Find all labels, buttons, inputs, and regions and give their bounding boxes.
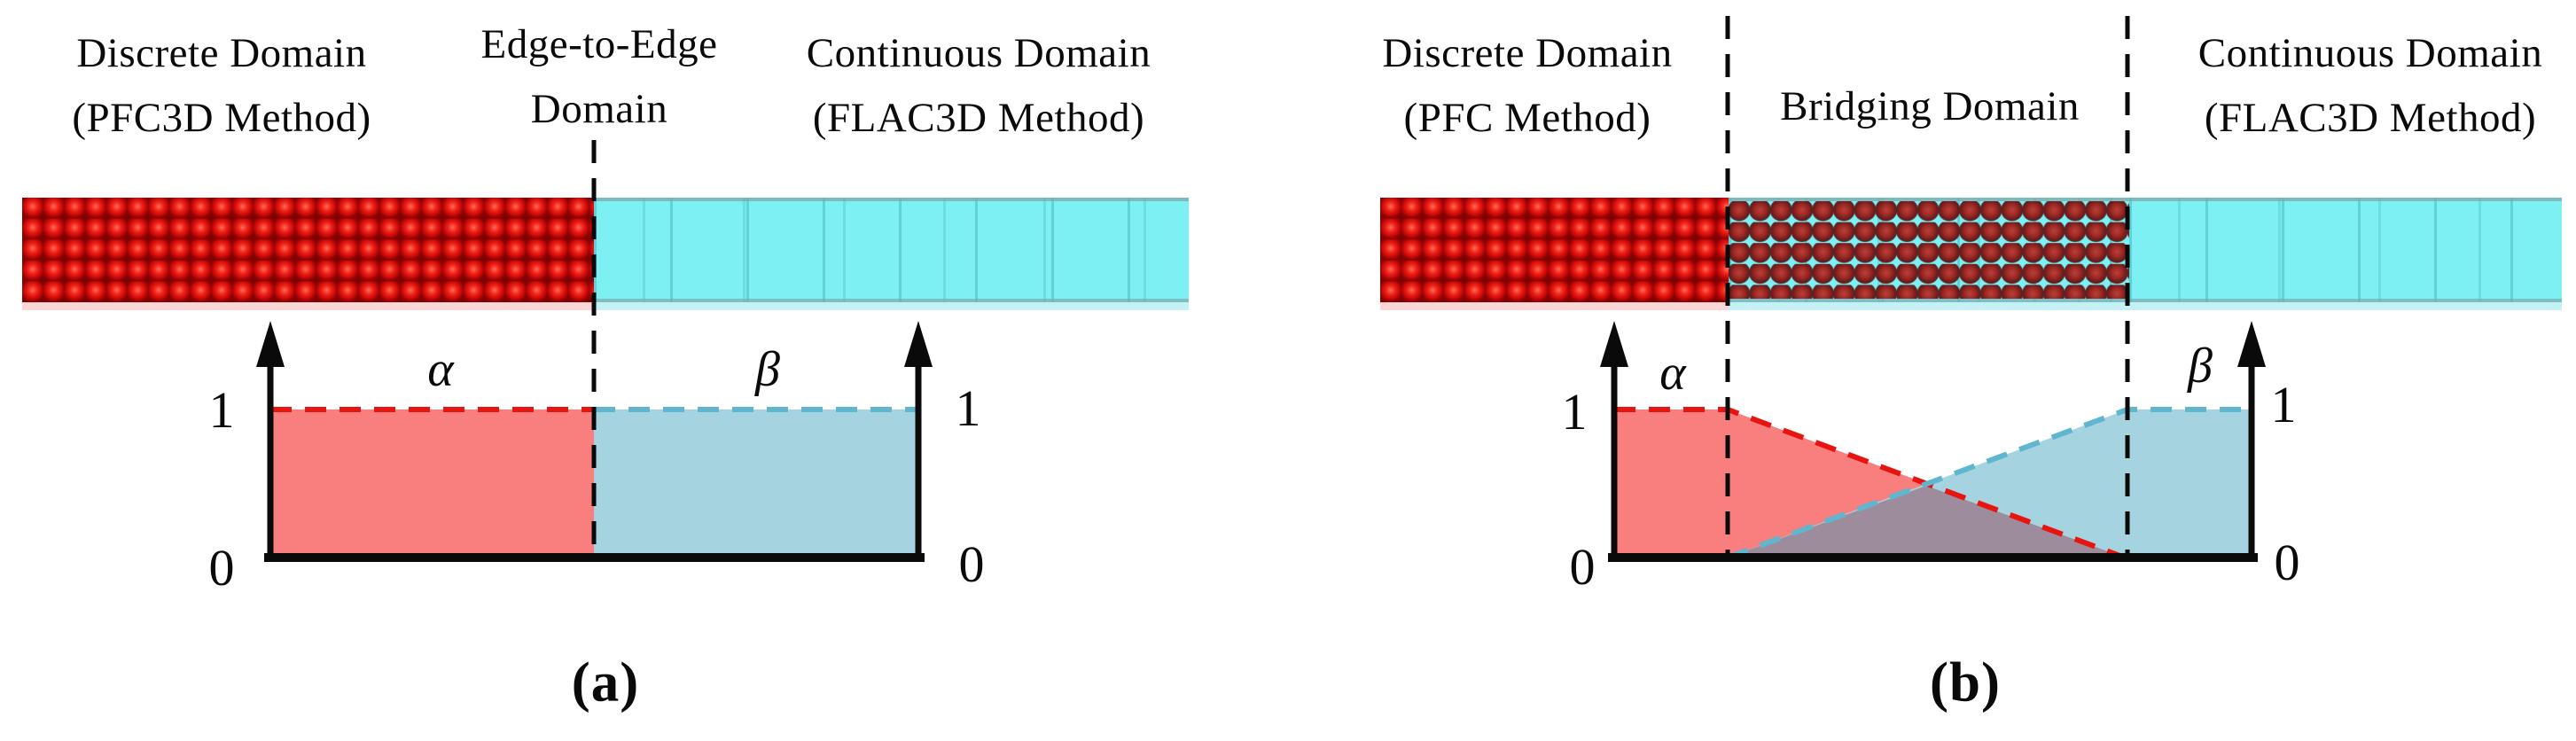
panel-a-right-tick-zero: 0 bbox=[958, 535, 985, 593]
panel-a-continuous-title: Continuous Domain (FLAC3D Method) bbox=[807, 21, 1151, 151]
panel-a-bar-shadow-right bbox=[594, 302, 1189, 310]
panel-b-bridging-particles-overlay bbox=[1729, 201, 2129, 299]
panel-b-left-tick-one: 1 bbox=[1561, 383, 1588, 441]
panel-b-bridging-title: Bridging Domain bbox=[1780, 74, 2080, 139]
panel-a-bar-shadow-left bbox=[22, 302, 594, 310]
panel-a-discrete-particle-bar bbox=[22, 198, 594, 302]
panel-b-discrete-title-line2: (PFC Method) bbox=[1403, 95, 1651, 141]
panel-a-interface-title-line2: Domain bbox=[530, 86, 668, 132]
panel-a-caption: (a) bbox=[571, 651, 640, 714]
panel-a-beta-label: β bbox=[755, 342, 780, 397]
panel-b-continuous-title: Continuous Domain (FLAC3D Method) bbox=[2198, 21, 2542, 151]
alpha-fill-a bbox=[270, 410, 594, 558]
alpha-fill-b bbox=[1614, 410, 2125, 558]
beta-fill-a bbox=[594, 410, 918, 558]
panel-b-bridging-bar bbox=[1729, 198, 2129, 302]
panel-b-discrete-title: Discrete Domain (PFC Method) bbox=[1382, 21, 1672, 151]
panel-a-discrete-title: Discrete Domain (PFC3D Method) bbox=[72, 21, 371, 151]
panel-a-continuous-title-line2: (FLAC3D Method) bbox=[812, 95, 1145, 141]
panel-a-continuum-mesh-bar bbox=[594, 198, 1189, 302]
alpha-curve-b bbox=[1614, 407, 2127, 560]
panel-b-continuous-title-line2: (FLAC3D Method) bbox=[2204, 95, 2537, 141]
beta-curve-b bbox=[1726, 407, 2252, 560]
panel-b-continuous-title-line1: Continuous Domain bbox=[2197, 30, 2543, 76]
panel-b-discrete-title-line1: Discrete Domain bbox=[1382, 30, 1673, 76]
panel-a-interface-title-line1: Edge-to-Edge bbox=[480, 21, 718, 67]
panel-b-bar-shadow-left bbox=[1380, 302, 1729, 310]
panel-a-discrete-title-line1: Discrete Domain bbox=[76, 30, 367, 76]
beta-fill-b bbox=[1728, 410, 2252, 558]
left-axis-arrow-a bbox=[256, 321, 285, 367]
panel-b-caption: (b) bbox=[1930, 651, 2001, 714]
panel-a-left-tick-one: 1 bbox=[208, 381, 235, 439]
panel-b-discrete-particle-bar bbox=[1380, 198, 1729, 302]
overlap-fill-b bbox=[1728, 486, 2125, 558]
panel-b-right-tick-zero: 0 bbox=[2274, 534, 2300, 591]
right-axis-arrow-b bbox=[2237, 321, 2266, 367]
panel-b-alpha-label: α bbox=[1659, 346, 1686, 401]
panel-a-right-tick-one: 1 bbox=[955, 379, 981, 437]
panel-a-continuous-title-line1: Continuous Domain bbox=[806, 30, 1151, 76]
panel-b-bridging-title-line1: Bridging Domain bbox=[1780, 83, 2080, 129]
left-axis-arrow-b bbox=[1600, 321, 1628, 367]
panel-a-interface-title: Edge-to-Edge Domain bbox=[480, 12, 717, 142]
panel-a-alpha-label: α bbox=[427, 342, 454, 397]
panel-b-beta-label: β bbox=[2188, 339, 2213, 394]
panel-b-left-tick-zero: 0 bbox=[1569, 538, 1596, 596]
panel-a-left-tick-zero: 0 bbox=[208, 539, 235, 597]
panel-b-continuum-mesh-bar bbox=[2129, 198, 2562, 302]
right-axis-arrow-a bbox=[904, 321, 933, 367]
panel-a-discrete-title-line2: (PFC3D Method) bbox=[72, 95, 371, 141]
panel-b-right-tick-one: 1 bbox=[2270, 376, 2297, 433]
panel-b-bar-shadow-right bbox=[1729, 302, 2562, 310]
